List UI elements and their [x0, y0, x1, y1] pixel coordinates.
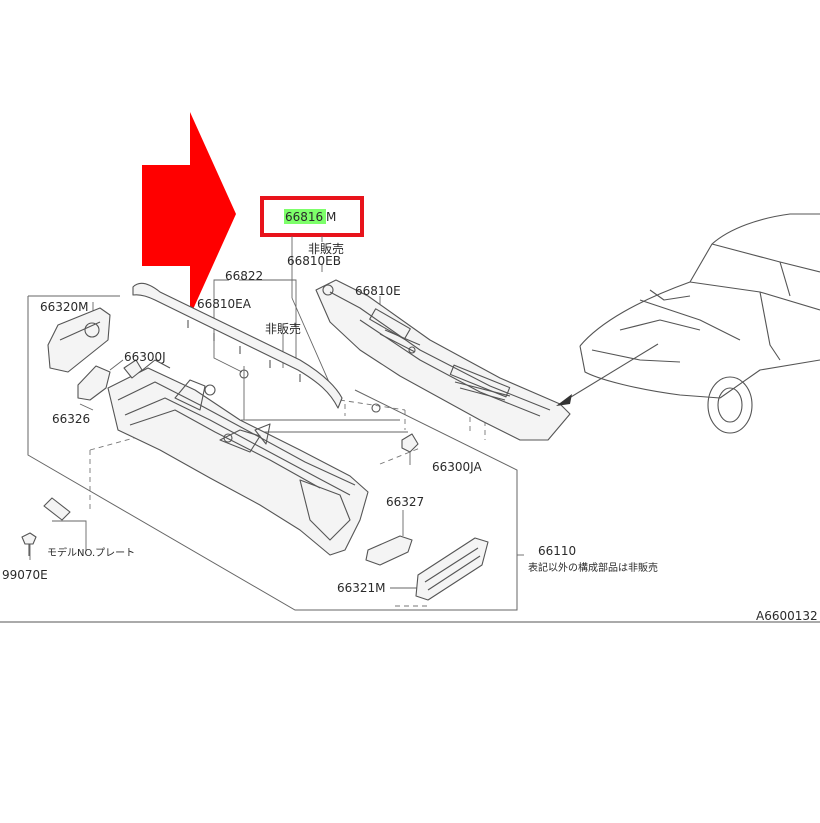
- pointer-arrowhead-icon: [556, 394, 572, 406]
- label-66321M: 66321M: [337, 581, 386, 595]
- label-66810EB: 66810EB: [287, 254, 341, 268]
- part-66822: [132, 282, 343, 409]
- assembly-frame: [27, 296, 518, 611]
- part-66327: [365, 535, 413, 566]
- leader-lines: [29, 236, 524, 589]
- diagram-code: A6600132: [756, 609, 818, 623]
- part-66110-cowl-top: [107, 359, 369, 556]
- highlight-text-bg: [284, 209, 326, 224]
- part-66326: [77, 365, 111, 401]
- red-arrow-icon: [142, 112, 236, 316]
- label-66327: 66327: [386, 495, 424, 509]
- label-99070E: 99070E: [2, 568, 48, 582]
- highlight-box: [260, 196, 364, 237]
- label-66320M: 66320M: [40, 300, 89, 314]
- part-model-plate: [43, 497, 71, 521]
- label-66326: 66326: [52, 412, 90, 426]
- label-66110: 66110: [538, 544, 576, 558]
- label-66300JA: 66300JA: [432, 460, 483, 474]
- label-66810E: 66810E: [355, 284, 401, 298]
- part-cowl-grille: [239, 279, 571, 441]
- label-66110-note: 表記以外の構成部品は非販売: [528, 561, 658, 574]
- part-66300JA: [401, 433, 419, 453]
- label-not-for-sale-2: 非販売: [265, 321, 301, 336]
- label-66810EA: 66810EA: [197, 297, 252, 311]
- part-number-suffix: M: [326, 210, 336, 224]
- part-66320M: [47, 307, 111, 373]
- label-66300J: 66300J: [124, 350, 166, 364]
- part-66321M: [415, 537, 489, 601]
- label-not-for-sale-1: 非販売: [308, 241, 344, 256]
- label-66822: 66822: [225, 269, 263, 283]
- part-number-66816: 66816: [285, 210, 323, 224]
- vehicle-illustration: [556, 213, 820, 434]
- part-99070E: [21, 532, 37, 556]
- part-labels: 66810EB 非販売 66822 66810EA 非販売 66810E 663…: [2, 241, 818, 623]
- label-model-plate: モデルNO.プレート: [47, 546, 135, 559]
- part-66300J: [123, 359, 143, 379]
